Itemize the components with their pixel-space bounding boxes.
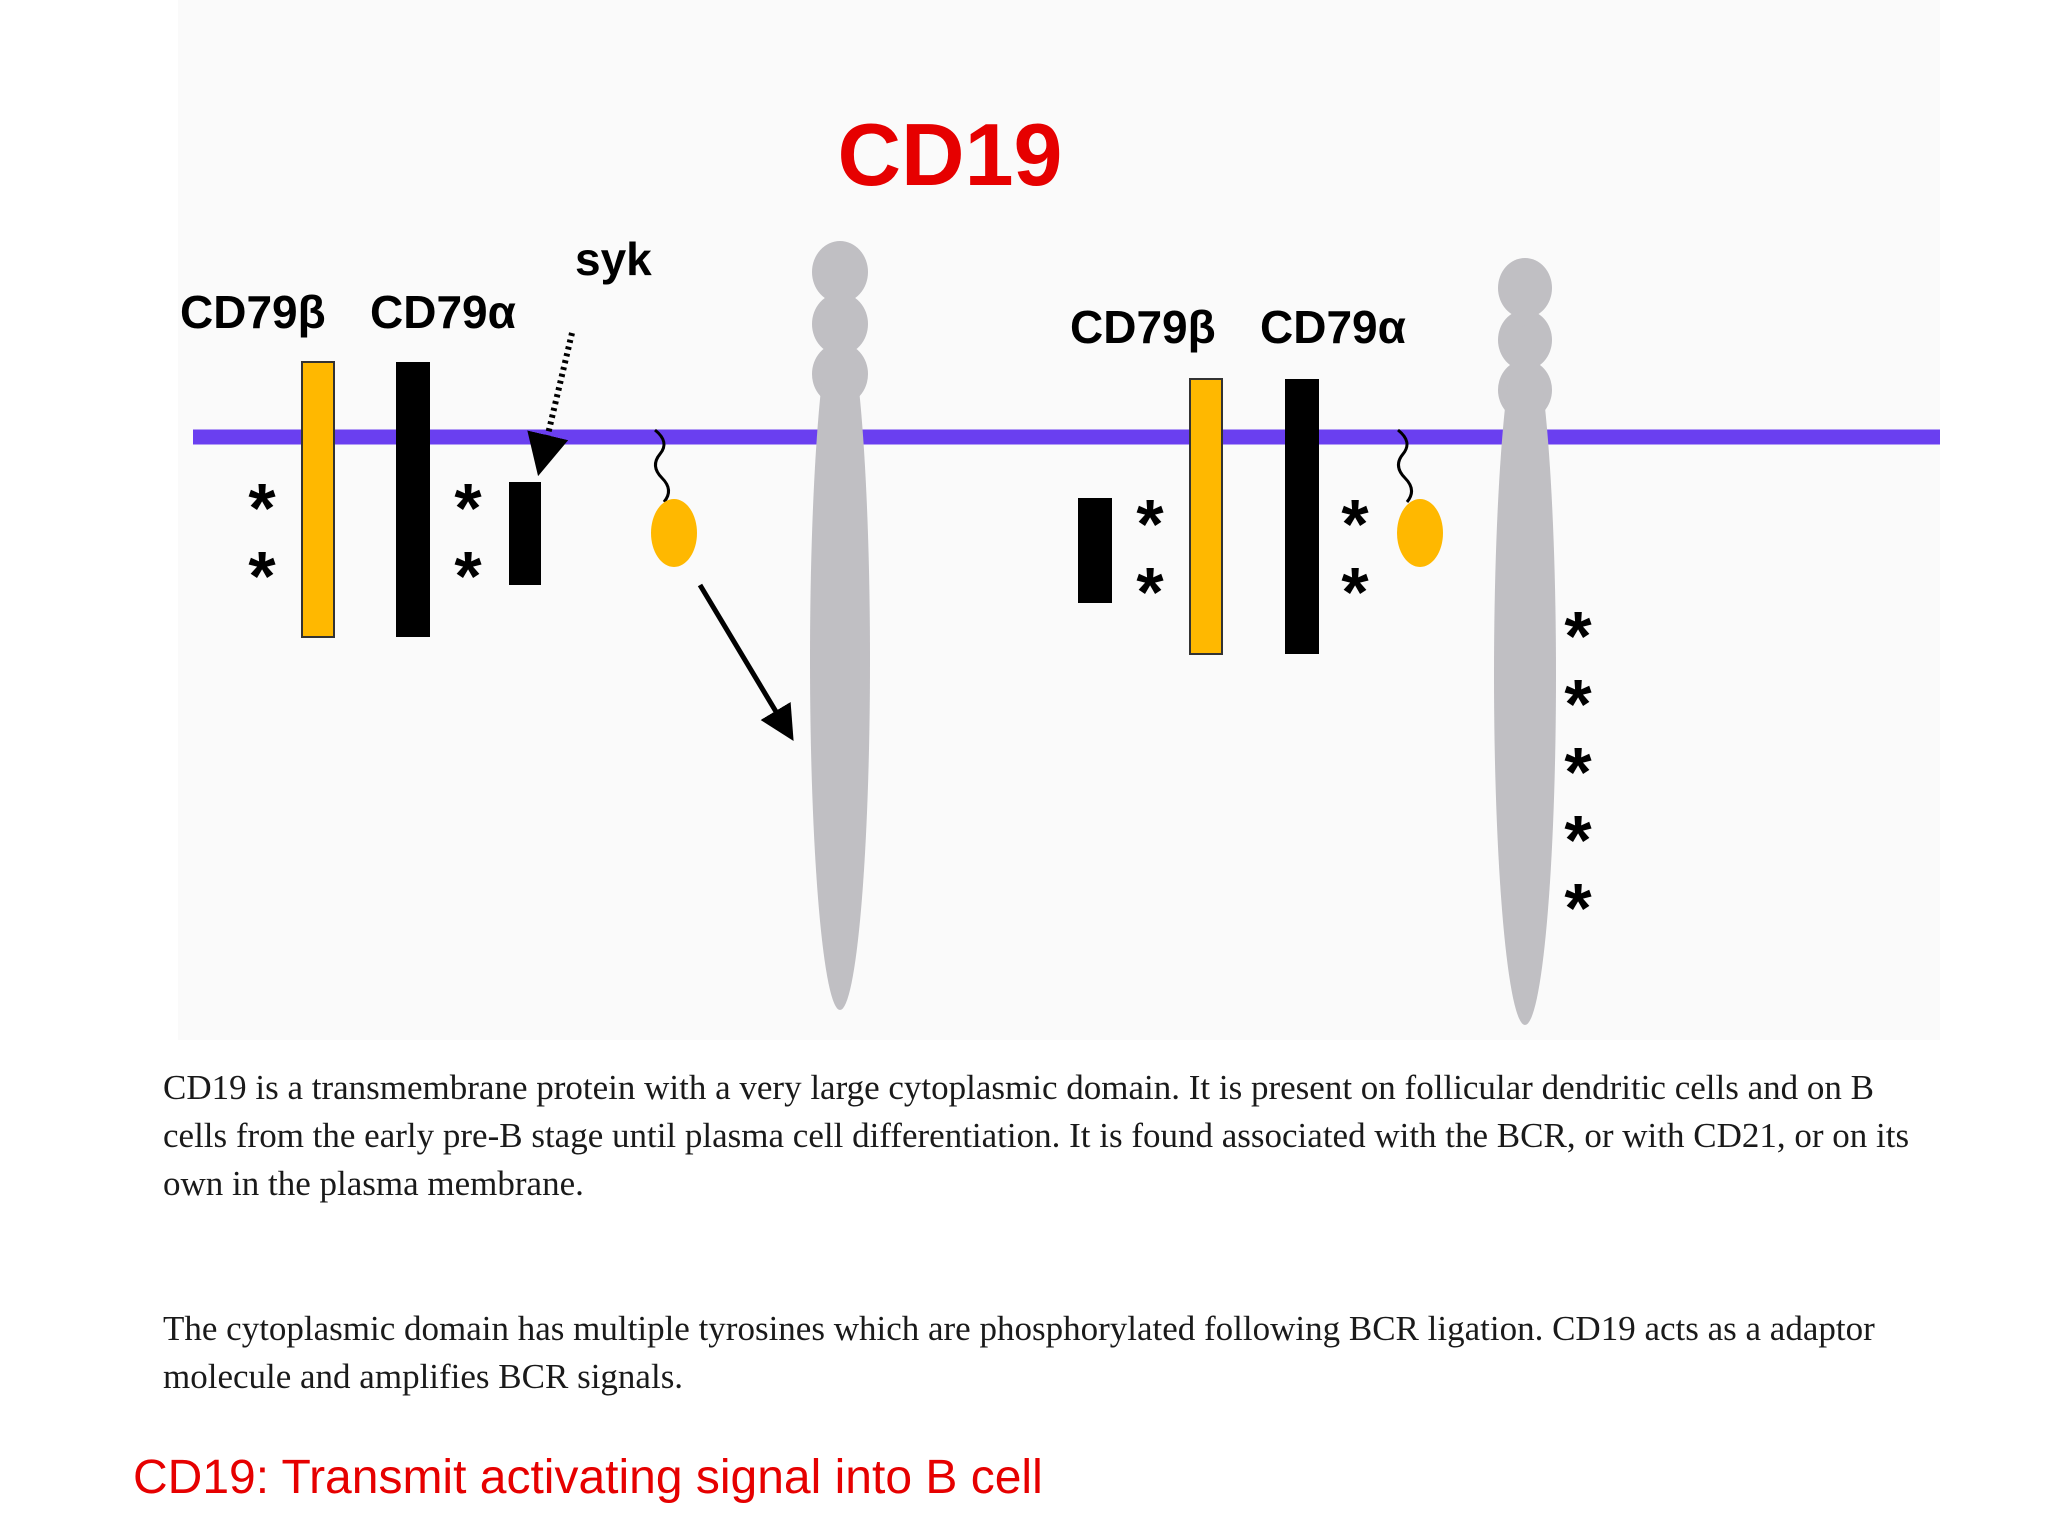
diagram-title: CD19 — [838, 105, 1063, 204]
label-cd79a-right: CD79α — [1260, 301, 1406, 353]
phospho-mark: * — [1136, 485, 1164, 563]
cd79a-bar-left — [396, 362, 430, 637]
phospho-mark: * — [1564, 733, 1592, 811]
description-paragraph-1: CD19 is a transmembrane protein with a v… — [163, 1068, 1910, 1203]
phospho-mark: * — [454, 469, 482, 547]
phospho-mark: * — [1564, 801, 1592, 879]
phospho-mark: * — [454, 537, 482, 615]
syk-dotted-arrow — [527, 332, 575, 477]
cd79b-bar-right — [1189, 378, 1223, 655]
label-syk: syk — [575, 233, 652, 285]
cd79b-bar-left — [301, 361, 335, 638]
cd19-molecule-left — [810, 241, 870, 1010]
label-cd79b-left: CD79β — [180, 286, 326, 338]
diagram: CD19 CD79β CD79α syk * * * * CD79β CD79α… — [180, 105, 1940, 1025]
lipid-anchor-left — [654, 428, 670, 503]
black-arrow — [697, 583, 794, 742]
syk-bar-right — [1078, 498, 1112, 603]
lipid-anchor-right — [1397, 428, 1413, 503]
phospho-mark: * — [1564, 869, 1592, 947]
description-paragraph-2: The cytoplasmic domain has multiple tyro… — [163, 1309, 1875, 1396]
cd19-molecule-right — [1494, 258, 1556, 1025]
phospho-mark: * — [248, 537, 276, 615]
footer-caption: CD19: Transmit activating signal into B … — [133, 1451, 1043, 1504]
phospho-mark: * — [1341, 553, 1369, 631]
label-cd79b-right: CD79β — [1070, 301, 1216, 353]
label-cd79a-left: CD79α — [370, 286, 516, 338]
syk-bar-left — [509, 482, 541, 585]
phospho-mark: * — [1341, 485, 1369, 563]
diagram-panel — [178, 0, 1940, 1040]
phospho-mark: * — [1136, 553, 1164, 631]
phospho-mark: * — [1564, 665, 1592, 743]
phospho-mark: * — [1564, 597, 1592, 675]
phospho-mark: * — [248, 469, 276, 547]
orange-ellipse-right — [1397, 499, 1443, 567]
cd79a-bar-right — [1285, 379, 1319, 654]
orange-ellipse-left — [651, 499, 697, 567]
